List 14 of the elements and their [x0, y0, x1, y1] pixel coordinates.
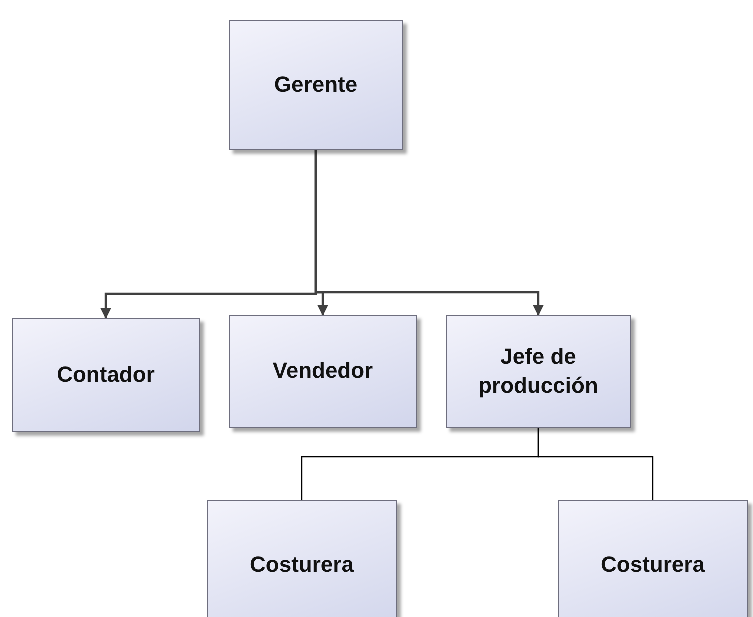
- org-box: [558, 500, 748, 617]
- org-box: [12, 318, 200, 432]
- connector: [314, 150, 544, 316]
- org-box: [207, 500, 397, 617]
- connector: [538, 428, 654, 500]
- role-label: Gerente: [274, 70, 358, 99]
- org-box: [229, 20, 403, 150]
- org-box: [446, 315, 631, 428]
- role-label: Vendedor: [272, 357, 374, 386]
- role-label: Jefe de producción: [478, 342, 600, 400]
- role-label: Costurera: [250, 550, 354, 579]
- role-label: Costurera: [601, 550, 705, 579]
- org-box: [229, 315, 417, 428]
- role-label: Contador: [57, 360, 155, 389]
